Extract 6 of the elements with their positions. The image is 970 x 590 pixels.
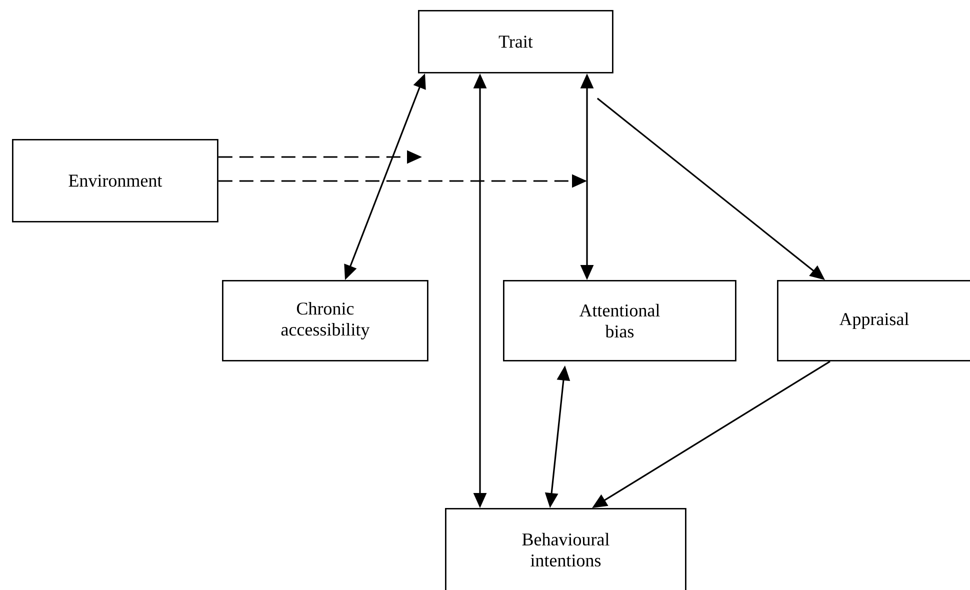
process-box: Attentional bias: [503, 280, 736, 362]
process-box: Behavioural intentions: [445, 508, 686, 590]
process-box: Trait: [418, 10, 614, 74]
process-box: Appraisal: [777, 280, 970, 362]
process-box: Chronic accessibility: [222, 280, 428, 362]
process-box: Environment: [12, 139, 218, 222]
